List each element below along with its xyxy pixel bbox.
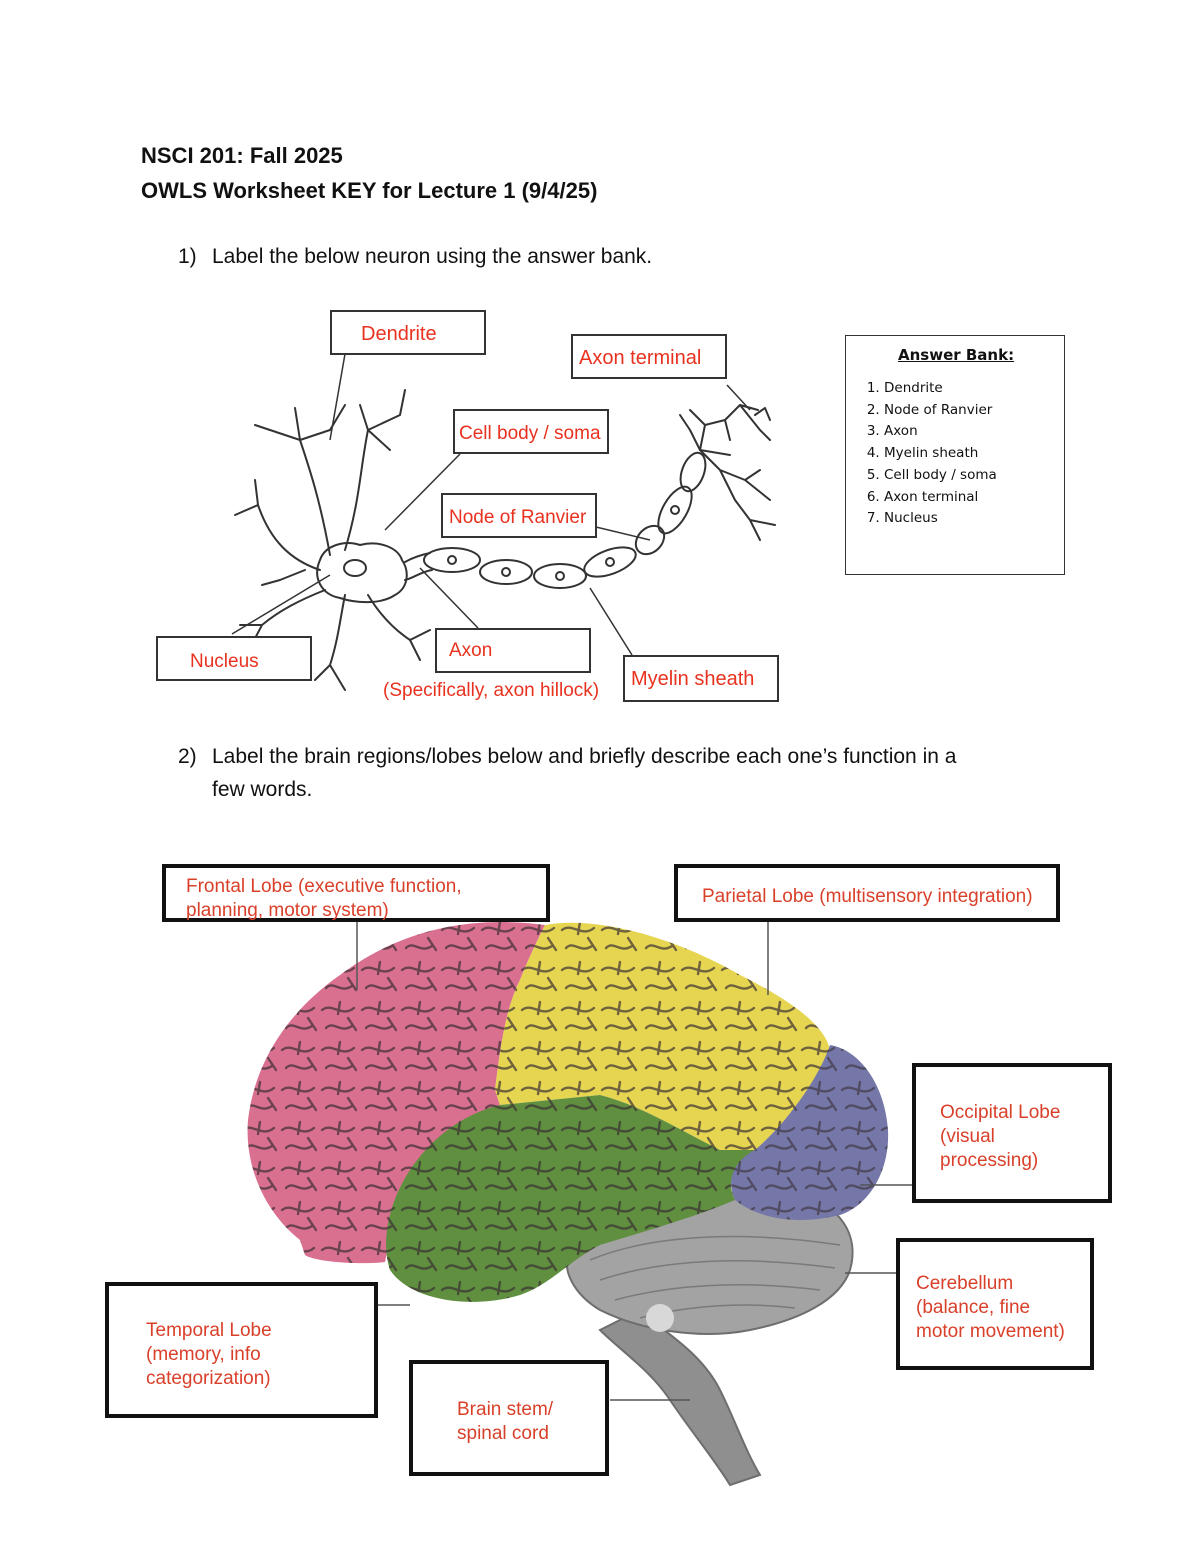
label-occipital-lobe: Occipital Lobe (visual processing) xyxy=(912,1063,1112,1203)
answer-bank-item: Myelin sheath xyxy=(884,443,997,465)
question-2-prompt: Label the brain regions/lobes below and … xyxy=(212,745,957,801)
label-myelin-sheath: Myelin sheath xyxy=(623,655,779,702)
answer-bank-item: Cell body / soma xyxy=(884,465,997,487)
label-frontal-lobe: Frontal Lobe (executive function, planni… xyxy=(162,864,550,922)
answer-bank: Answer Bank: Dendrite Node of Ranvier Ax… xyxy=(845,335,1065,575)
label-axon-note: (Specifically, axon hillock) xyxy=(383,680,600,701)
answer-bank-item: Axon xyxy=(884,421,997,443)
answer-bank-item: Nucleus xyxy=(884,508,997,530)
answer-bank-item: Dendrite xyxy=(884,378,997,400)
answer-bank-title: Answer Bank: xyxy=(898,346,1015,364)
question-2: 2) Label the brain regions/lobes below a… xyxy=(178,740,1078,810)
label-cell-body: Cell body / soma xyxy=(453,409,609,454)
question-2-number: 2) xyxy=(178,745,197,768)
answer-bank-list: Dendrite Node of Ranvier Axon Myelin she… xyxy=(846,378,997,530)
label-dendrite: Dendrite xyxy=(330,310,486,355)
label-cerebellum: Cerebellum (balance, fine motor movement… xyxy=(896,1238,1094,1370)
label-axon: Axon xyxy=(435,628,591,673)
question-1-number: 1) xyxy=(178,245,197,268)
label-temporal-lobe: Temporal Lobe (memory, info categorizati… xyxy=(105,1282,378,1418)
worksheet-title: OWLS Worksheet KEY for Lecture 1 (9/4/25… xyxy=(141,178,598,203)
question-1: 1) Label the below neuron using the answ… xyxy=(178,240,652,273)
question-1-prompt: Label the below neuron using the answer … xyxy=(212,245,653,268)
label-axon-terminal: Axon terminal xyxy=(571,334,727,379)
label-brain-stem: Brain stem/ spinal cord xyxy=(409,1360,609,1476)
label-node-of-ranvier: Node of Ranvier xyxy=(441,493,597,538)
answer-bank-item: Axon terminal xyxy=(884,487,997,509)
course-title: NSCI 201: Fall 2025 xyxy=(141,143,343,168)
answer-bank-item: Node of Ranvier xyxy=(884,400,997,422)
label-parietal-lobe: Parietal Lobe (multisensory integration) xyxy=(674,864,1060,922)
label-nucleus: Nucleus xyxy=(156,636,312,681)
